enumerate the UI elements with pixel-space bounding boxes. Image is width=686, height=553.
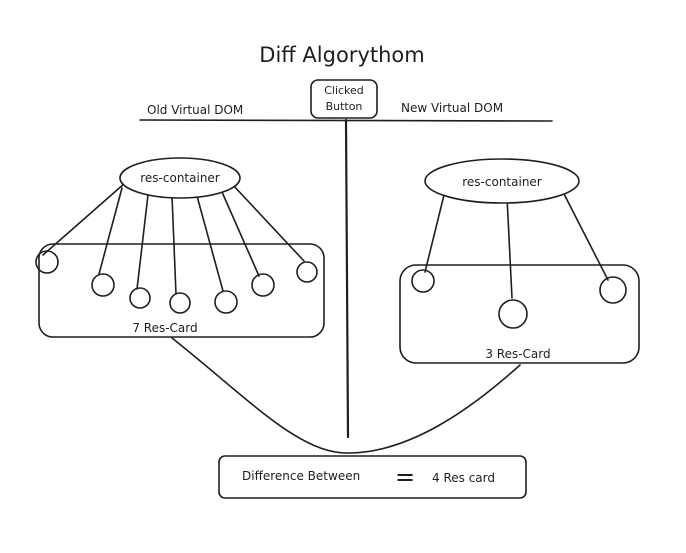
new-card-node-1: [411, 269, 435, 293]
clicked-button: Clicked Button: [310, 79, 378, 119]
new-card-node-3: [599, 276, 627, 304]
difference-result-box: [218, 455, 527, 499]
new-edge-2: [506, 196, 513, 299]
old-card-node-5: [214, 290, 238, 314]
new-virtual-dom-label: New Virtual DOM: [401, 101, 503, 115]
diagram-title: Diff Algorythom: [259, 43, 424, 67]
new-res-container-node: [424, 158, 580, 204]
new-res-container-label: res-container: [462, 175, 542, 189]
new-cards-label: 3 Res-Card: [485, 347, 550, 361]
new-card-node-2: [498, 299, 528, 329]
old-card-node-6: [251, 273, 275, 297]
old-res-container-label: res-container: [140, 171, 220, 185]
old-edge-2: [98, 187, 123, 275]
old-cards-box: [38, 243, 325, 338]
old-cards-label: 7 Res-Card: [132, 321, 197, 335]
equals-sign: =: [395, 463, 415, 491]
difference-result-value: 4 Res card: [432, 471, 495, 485]
old-card-node-7: [296, 261, 318, 283]
new-edge-1: [424, 194, 445, 273]
new-cards-box: [399, 264, 640, 364]
old-dom-tree: 7 Res-Card res-container: [35, 157, 325, 338]
old-card-node-1: [35, 250, 59, 274]
difference-between-label: Difference Between: [242, 469, 360, 483]
vertical-divider-line: [344, 118, 350, 439]
old-res-container-node: [119, 157, 241, 199]
old-edge-5: [196, 195, 224, 292]
clicked-button-line2: Button: [326, 100, 363, 113]
old-card-node-3: [129, 287, 151, 309]
old-edge-6: [221, 191, 260, 277]
old-edge-7: [231, 183, 305, 262]
difference-connector-curve: [171, 337, 521, 454]
old-card-node-2: [91, 273, 115, 297]
old-edge-3: [136, 194, 149, 290]
old-edge-1: [42, 182, 126, 256]
new-edge-3: [562, 191, 609, 281]
clicked-button-line1: Clicked: [324, 84, 364, 97]
old-virtual-dom-label: Old Virtual DOM: [147, 103, 243, 117]
old-card-node-4: [169, 292, 191, 314]
new-dom-tree: 3 Res-Card res-container: [399, 158, 640, 364]
clicked-button-box: [310, 79, 378, 119]
old-edge-4: [171, 195, 177, 295]
difference-result: Difference Between = 4 Res card: [218, 455, 527, 499]
